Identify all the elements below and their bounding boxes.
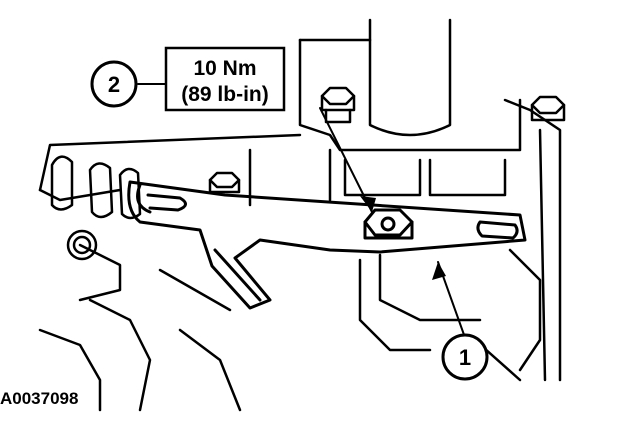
left-linkage-pins <box>50 155 142 220</box>
selector-lever <box>127 180 527 310</box>
callout-2-leader <box>319 107 373 213</box>
housing-casting <box>38 18 562 412</box>
lever-retaining-bolt <box>363 208 414 240</box>
torque-spec-box: 10 Nm (89 lb-in) <box>164 46 286 112</box>
round-port <box>66 229 98 261</box>
callout-1-arrowhead <box>432 262 446 280</box>
callout-2-number: 2 <box>108 72 120 97</box>
callout-2-marker: 2 <box>90 60 138 108</box>
torque-metric-label: 10 Nm <box>193 57 256 80</box>
torque-imperial-label: (89 lb-in) <box>181 83 269 106</box>
callout-1-marker: 1 <box>441 333 489 381</box>
background-bolts <box>208 86 566 194</box>
callout-1-number: 1 <box>459 345 471 370</box>
figure-code: A0037098 <box>0 389 78 408</box>
callout-2-arrowhead <box>360 196 376 212</box>
